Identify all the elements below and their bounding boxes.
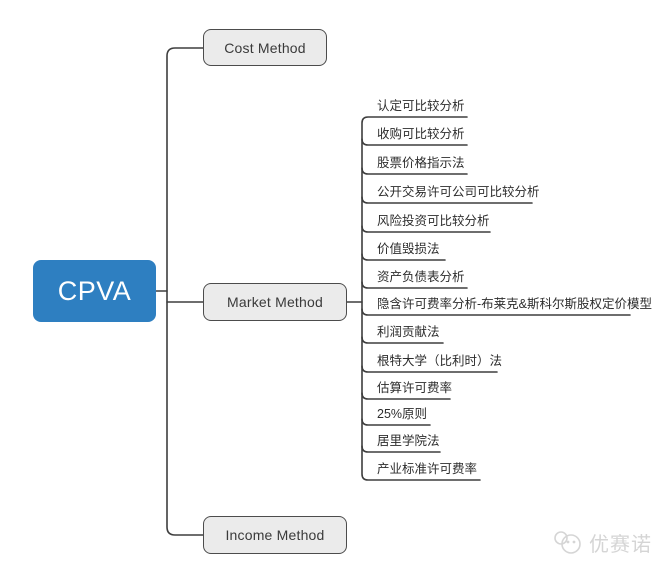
subtopic-node[interactable]: 风险投资可比较分析 (377, 214, 490, 228)
subtopic-node[interactable]: 资产负债表分析 (377, 270, 465, 284)
subtopic-node[interactable]: 收购可比较分析 (377, 127, 465, 141)
subtopic-node[interactable]: 价值毁损法 (377, 242, 440, 256)
subtopic-node[interactable]: 公开交易许可公司可比较分析 (377, 185, 540, 199)
branch-node-cost-method[interactable]: Cost Method (203, 29, 327, 66)
watermark-text: 优赛诺 (589, 534, 652, 556)
subtopic-node[interactable]: 产业标准许可费率 (377, 462, 478, 476)
subtopic-node[interactable]: 利润贡献法 (377, 325, 440, 339)
branch-node-market-method[interactable]: Market Method (203, 283, 347, 321)
subtopic-node[interactable]: 隐含许可费率分析-布莱克&斯科尔斯股权定价模型 (377, 297, 653, 311)
watermark-logo-icon (552, 529, 584, 557)
root-node-cpva[interactable]: CPVA (33, 260, 156, 322)
watermark: 优赛诺 (552, 528, 652, 557)
subtopic-node[interactable]: 根特大学（比利时）法 (377, 354, 503, 368)
subtopic-node[interactable]: 估算许可费率 (377, 381, 453, 395)
subtopic-node[interactable]: 认定可比较分析 (377, 99, 465, 113)
subtopic-node[interactable]: 居里学院法 (377, 434, 440, 448)
subtopic-node[interactable]: 股票价格指示法 (377, 156, 465, 170)
subtopic-node[interactable]: 25%原则 (377, 407, 428, 421)
branch-node-income-method[interactable]: Income Method (203, 516, 347, 554)
